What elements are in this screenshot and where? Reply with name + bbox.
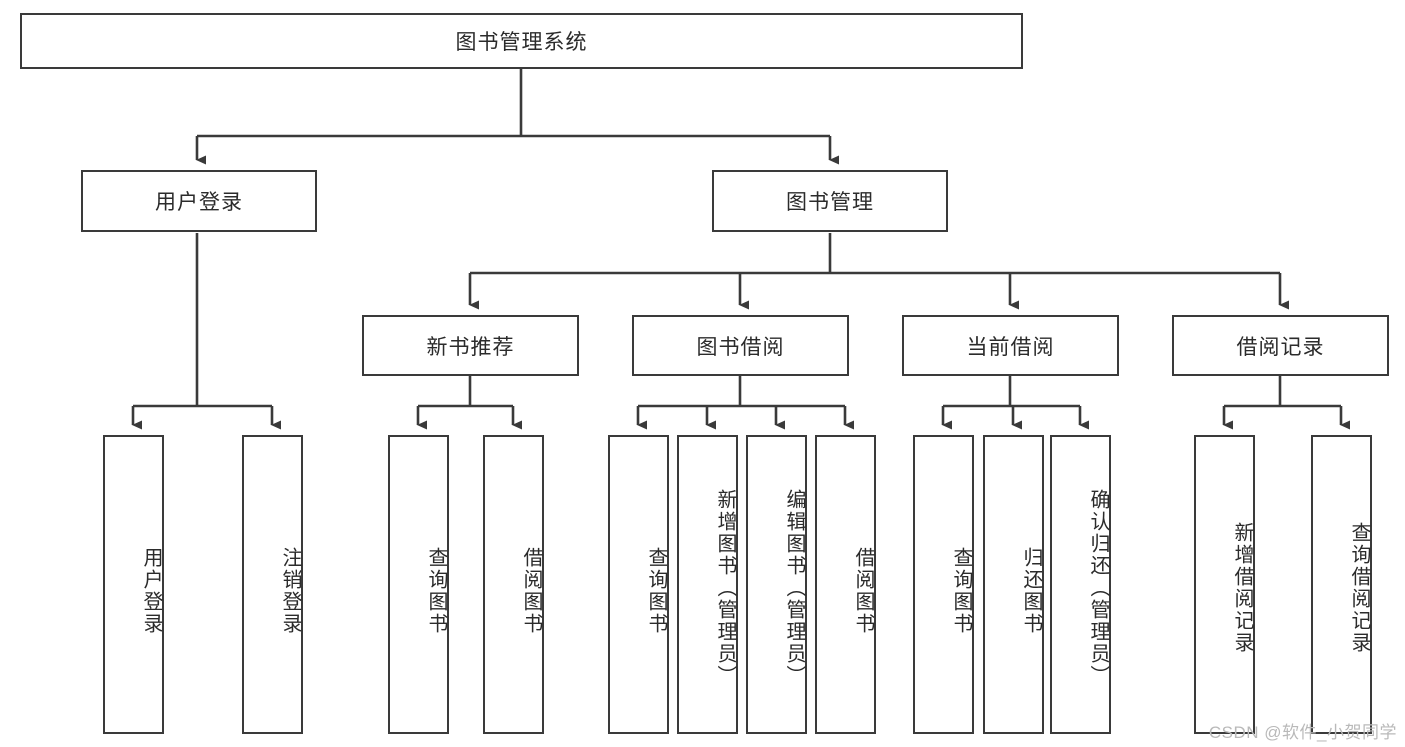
node-borrow-record[interactable]: 借阅记录 bbox=[1172, 315, 1389, 376]
node-label: 新书推荐 bbox=[426, 335, 515, 359]
node-label: 借阅图书 bbox=[852, 546, 874, 635]
leaf-add-book-admin[interactable]: 新增图书（管理员） bbox=[677, 435, 738, 734]
node-label: 查询图书 bbox=[425, 546, 447, 635]
leaf-return-book[interactable]: 归还图书 bbox=[983, 435, 1044, 734]
node-label: 用户登录 bbox=[155, 191, 243, 214]
node-label: 借阅记录 bbox=[1236, 335, 1325, 359]
node-label: 确认归还（管理员） bbox=[1087, 488, 1109, 687]
leaf-query-borrow-record[interactable]: 查询借阅记录 bbox=[1311, 435, 1372, 734]
leaf-borrow-book[interactable]: 借阅图书 bbox=[815, 435, 876, 734]
leaf-borrow-book-recommend[interactable]: 借阅图书 bbox=[483, 435, 544, 734]
node-current-borrow[interactable]: 当前借阅 bbox=[902, 315, 1119, 376]
leaf-query-book-recommend[interactable]: 查询图书 bbox=[388, 435, 449, 734]
node-label: 查询图书 bbox=[645, 546, 667, 635]
node-new-book-recommend[interactable]: 新书推荐 bbox=[362, 315, 579, 376]
node-label: 查询图书 bbox=[950, 546, 972, 635]
node-book-management[interactable]: 图书管理 bbox=[712, 170, 948, 232]
leaf-query-book-borrow[interactable]: 查询图书 bbox=[608, 435, 669, 734]
node-label: 新增借阅记录 bbox=[1231, 521, 1253, 654]
leaf-confirm-return-admin[interactable]: 确认归还（管理员） bbox=[1050, 435, 1111, 734]
leaf-user-login[interactable]: 用户登录 bbox=[103, 435, 164, 734]
node-label: 当前借阅 bbox=[966, 335, 1055, 359]
node-label: 图书借阅 bbox=[696, 335, 785, 359]
node-label: 注销登录 bbox=[279, 546, 301, 635]
node-label: 图书管理 bbox=[786, 191, 874, 214]
node-book-borrow[interactable]: 图书借阅 bbox=[632, 315, 849, 376]
node-user-login[interactable]: 用户登录 bbox=[81, 170, 317, 232]
leaf-query-book-current[interactable]: 查询图书 bbox=[913, 435, 974, 734]
watermark-text: CSDN @软件_小贺同学 bbox=[1208, 723, 1397, 742]
node-label: 借阅图书 bbox=[520, 546, 542, 635]
node-root-book-management-system[interactable]: 图书管理系统 bbox=[20, 13, 1023, 69]
node-label: 查询借阅记录 bbox=[1348, 521, 1370, 654]
node-label: 归还图书 bbox=[1020, 546, 1042, 635]
leaf-add-borrow-record[interactable]: 新增借阅记录 bbox=[1194, 435, 1255, 734]
leaf-user-logout[interactable]: 注销登录 bbox=[242, 435, 303, 734]
node-label: 编辑图书（管理员） bbox=[783, 488, 805, 687]
node-label: 用户登录 bbox=[140, 546, 162, 635]
leaf-edit-book-admin[interactable]: 编辑图书（管理员） bbox=[746, 435, 807, 734]
node-label: 图书管理系统 bbox=[455, 31, 588, 54]
node-label: 新增图书（管理员） bbox=[714, 488, 736, 687]
